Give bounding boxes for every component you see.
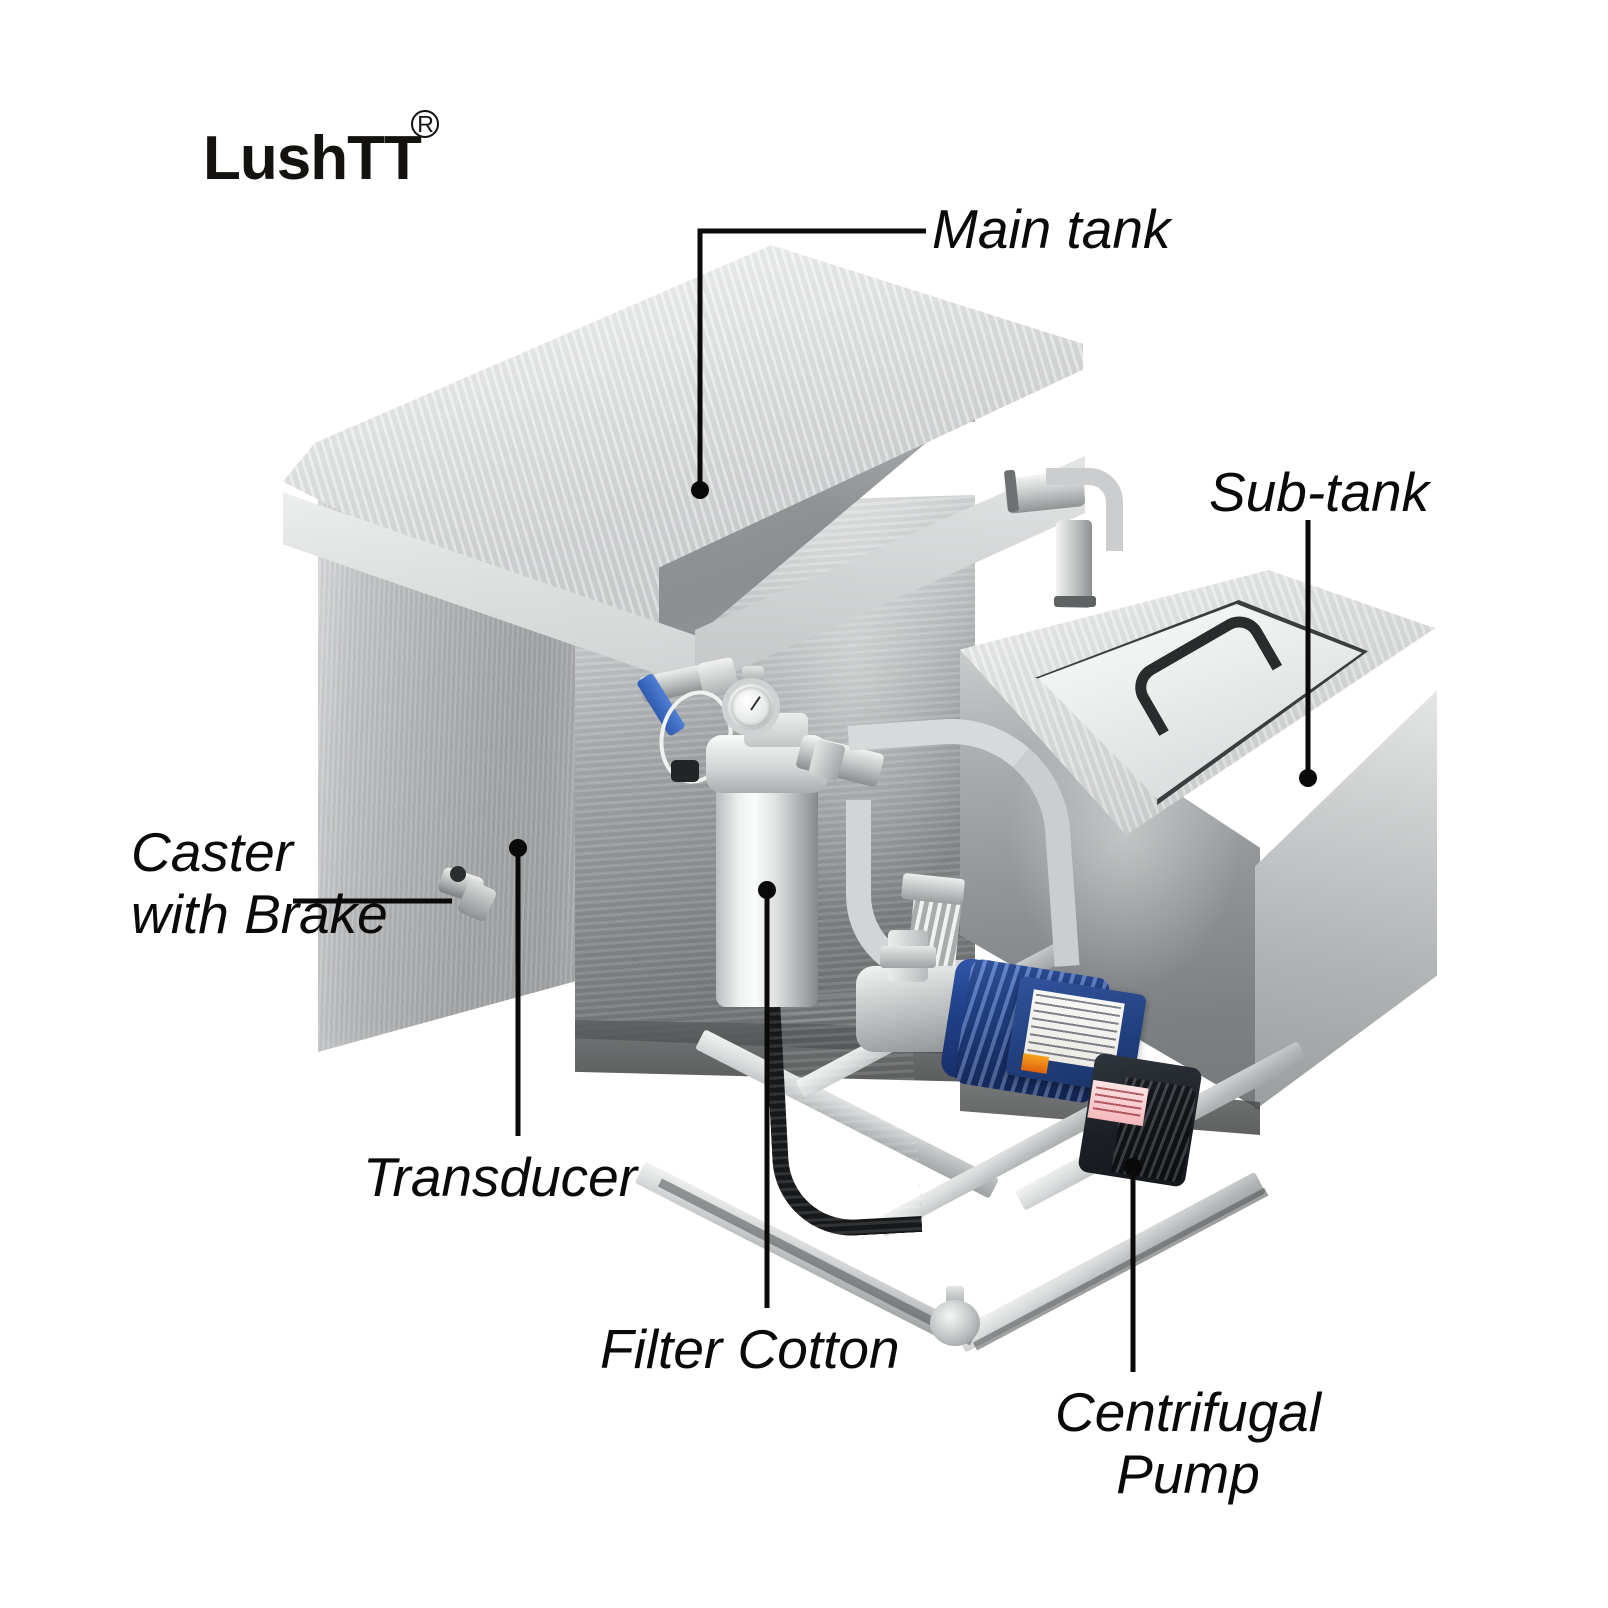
callout-line: Main tank xyxy=(932,198,1171,260)
filter-cotton-canister xyxy=(716,775,818,1007)
callout-line: Caster xyxy=(131,821,293,883)
callout-label-centrifugal-pump: Centrifugal Pump xyxy=(1043,1381,1333,1505)
ball-valve-knob[interactable] xyxy=(671,760,699,782)
elbow-pipe-lower-collar xyxy=(1054,596,1096,607)
base-frame-rail-shadow-right xyxy=(972,1187,1269,1351)
pump-inlet-hex-nut xyxy=(880,946,936,968)
callout-label-sub-tank: Sub-tank xyxy=(1209,461,1430,523)
callout-label-caster-with-brake: Caster with Brake xyxy=(131,821,388,945)
callout-line: Filter Cotton xyxy=(600,1318,900,1380)
caster-pivot-pin-left xyxy=(450,866,466,882)
registered-trademark-icon: R xyxy=(411,110,439,138)
callout-label-main-tank: Main tank xyxy=(932,198,1171,260)
sub-tank-right-panel xyxy=(1255,690,1437,1110)
callout-label-transducer: Transducer xyxy=(363,1146,638,1208)
callout-line: Pump xyxy=(1116,1442,1260,1505)
callout-label-filter-cotton: Filter Cotton xyxy=(600,1318,900,1380)
brand-name: LushTT xyxy=(203,124,422,193)
callout-line: Centrifugal xyxy=(1055,1381,1321,1443)
caster-wheel-front xyxy=(930,1300,980,1346)
elbow-pipe-vertical-run xyxy=(1056,520,1092,608)
elbow-pipe-bend xyxy=(1046,468,1123,551)
callout-line: Transducer xyxy=(363,1146,638,1208)
callout-line: with Brake xyxy=(131,882,388,945)
callout-line: Sub-tank xyxy=(1209,461,1430,523)
base-frame-rail-front-right xyxy=(954,1171,1266,1353)
